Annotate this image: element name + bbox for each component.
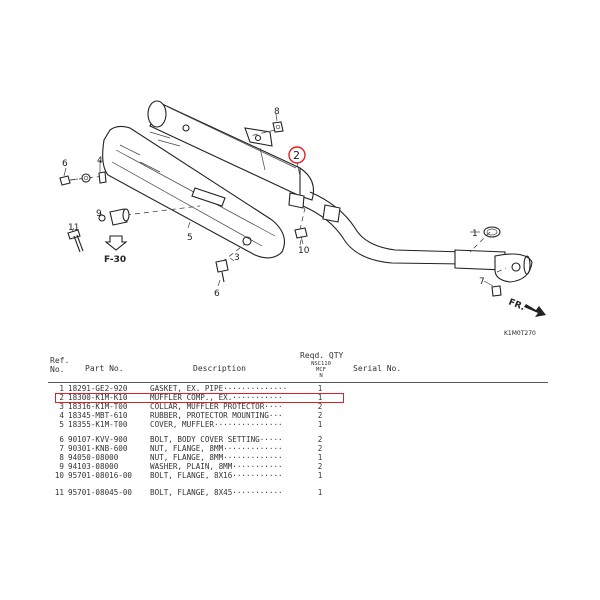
table-row[interactable]: 7 90301-KNB-600 NUT, FLANGE, 8MM··········… [0,444,600,454]
exploded-view-diagram: 1 2 3 4 5 6 6 7 8 9 10 11 F-30 FR. K1M0T… [59,100,546,337]
table-row[interactable]: 1 18291-GE2-920 GASKET, EX. PIPE··········… [0,384,600,394]
reference-label: F-30 [104,255,126,265]
description-cell: BOLT, FLANGE, 8X16··········· [150,471,283,480]
description-cell: COVER, MUFFLER··············· [150,420,283,429]
assembly-leader-lines [69,129,507,273]
hardware-gasket-1 [483,226,501,238]
header-ref: Ref. No. [50,356,70,374]
description-cell: NUT, FLANGE, 8MM············· [150,444,283,453]
header-serial-no: Serial No. [353,364,402,373]
part-no-cell: 94050-08000 [68,453,119,462]
callout-6-upper: 6 [62,159,68,169]
part-no-cell: 90301-KNB-600 [68,444,128,453]
ref-cell: 3 [59,402,64,411]
qty-cell: 2 [317,411,323,420]
qty-cell: 1 [317,488,323,497]
ref-cell: 8 [59,453,64,462]
description-cell: WASHER, PLAIN, 8MM··········· [150,462,283,471]
header-qty-model: NSC110 MCF N [311,361,331,379]
description-cell: RUBBER, PROTECTOR MOUNTING··· [150,411,283,420]
table-row[interactable]: 4 18345-MBT-610 RUBBER, PROTECTOR MOUNTING… [0,411,600,421]
part-no-cell: 90107-KVV-900 [68,435,128,444]
callout-6-lower: 6 [214,289,220,299]
diagram-code: K1M0T270 [504,330,536,337]
description-cell: BOLT, FLANGE, 8X45··········· [150,488,283,497]
exhaust-pipe [302,191,533,283]
header-description: Description [193,364,246,373]
callout-4: 4 [97,156,103,166]
callout-10: 10 [298,246,310,256]
selected-row-highlight [55,393,344,403]
ref-cell: 2 [59,393,64,402]
hardware-bolt-10 [294,227,308,245]
qty-cell: 1 [317,420,323,429]
qty-cell: 2 [317,402,323,411]
part-no-cell: 18355-K1M-T00 [68,420,128,429]
table-row[interactable]: 8 94050-08000 NUT, FLANGE, 8MM············… [0,453,600,463]
table-row[interactable]: 6 90107-KVV-900 BOLT, BODY COVER SETTING··… [0,435,600,445]
description-cell: BOLT, BODY COVER SETTING····· [150,435,283,444]
callout-9: 9 [96,209,102,219]
ref-cell: 6 [59,435,64,444]
hardware-nut-7 [491,285,502,297]
callout-7: 7 [479,277,485,287]
header-part-no: Part No. [85,364,124,373]
part-no-cell: 18300-K1M-K10 [68,393,128,402]
table-row[interactable]: 9 94103-08000 WASHER, PLAIN, 8MM··········… [0,462,600,472]
part-no-cell: 18291-GE2-920 [68,384,128,393]
header-reqd-qty: Reqd. QTY [300,351,344,360]
reference-arrow-f30: F-30 [104,235,128,265]
callout-2: 2 [293,149,300,162]
table-row[interactable]: 3 18316-K1M-T00 COLLAR, MUFFLER PROTECTOR·… [0,402,600,412]
hardware-collar-9 [98,208,130,226]
description-cell: COLLAR, MUFFLER PROTECTOR···· [150,402,283,411]
front-label: FR. [507,298,526,314]
hardware-washer-nut-3-4 [81,171,107,184]
hardware-bolt-6-lower [215,259,229,283]
muffler-body [147,100,315,209]
table-row[interactable]: 5 18355-K1M-T00 COVER, MUFFLER············… [0,420,600,430]
header-divider [48,382,548,383]
callout-11: 11 [68,223,79,233]
callout-8: 8 [274,107,280,117]
ref-cell: 1 [59,384,64,393]
table-row[interactable]: 2 18300-K1M-K10 MUFFLER COMP., EX.········… [0,393,600,403]
qty-cell: 2 [317,462,323,471]
ref-cell: 11 [54,488,64,497]
ref-cell: 7 [59,444,64,453]
part-no-cell: 95701-08016-00 [68,471,133,480]
ref-cell: 9 [59,462,64,471]
qty-cell: 1 [317,384,323,393]
hardware-nut-8 [272,121,284,133]
muffler-cover-shield [102,125,285,259]
callout-1: 1 [472,229,478,239]
qty-cell: 2 [317,435,323,444]
part-no-cell: 18316-K1M-T00 [68,402,128,411]
description-cell: MUFFLER COMP., EX.··········· [150,393,283,402]
parts-table: Ref. No. Part No. Description Reqd. QTY … [0,345,600,600]
callout-3: 3 [234,253,240,263]
table-row[interactable]: 11 95701-08045-00 BOLT, FLANGE, 8X45······… [0,488,600,498]
hardware-bolt-11 [67,229,84,253]
ref-cell: 4 [59,411,64,420]
qty-cell: 1 [317,393,323,402]
description-cell: GASKET, EX. PIPE·············· [150,384,288,393]
table-row[interactable]: 10 95701-08016-00 BOLT, FLANGE, 8X16······… [0,471,600,481]
part-no-cell: 94103-08000 [68,462,119,471]
front-direction-arrow: FR. [507,298,546,317]
part-no-cell: 95701-08045-00 [68,488,133,497]
callout-5: 5 [187,233,193,243]
callout-leader-lines [63,113,494,287]
part-no-cell: 18345-MBT-610 [68,411,128,420]
ref-cell: 10 [54,471,64,480]
ref-cell: 5 [59,420,64,429]
qty-cell: 2 [317,444,323,453]
qty-cell: 1 [317,453,323,462]
description-cell: NUT, FLANGE, 8MM············· [150,453,283,462]
hardware-bolt-6-upper [59,175,79,186]
qty-cell: 1 [317,471,323,480]
